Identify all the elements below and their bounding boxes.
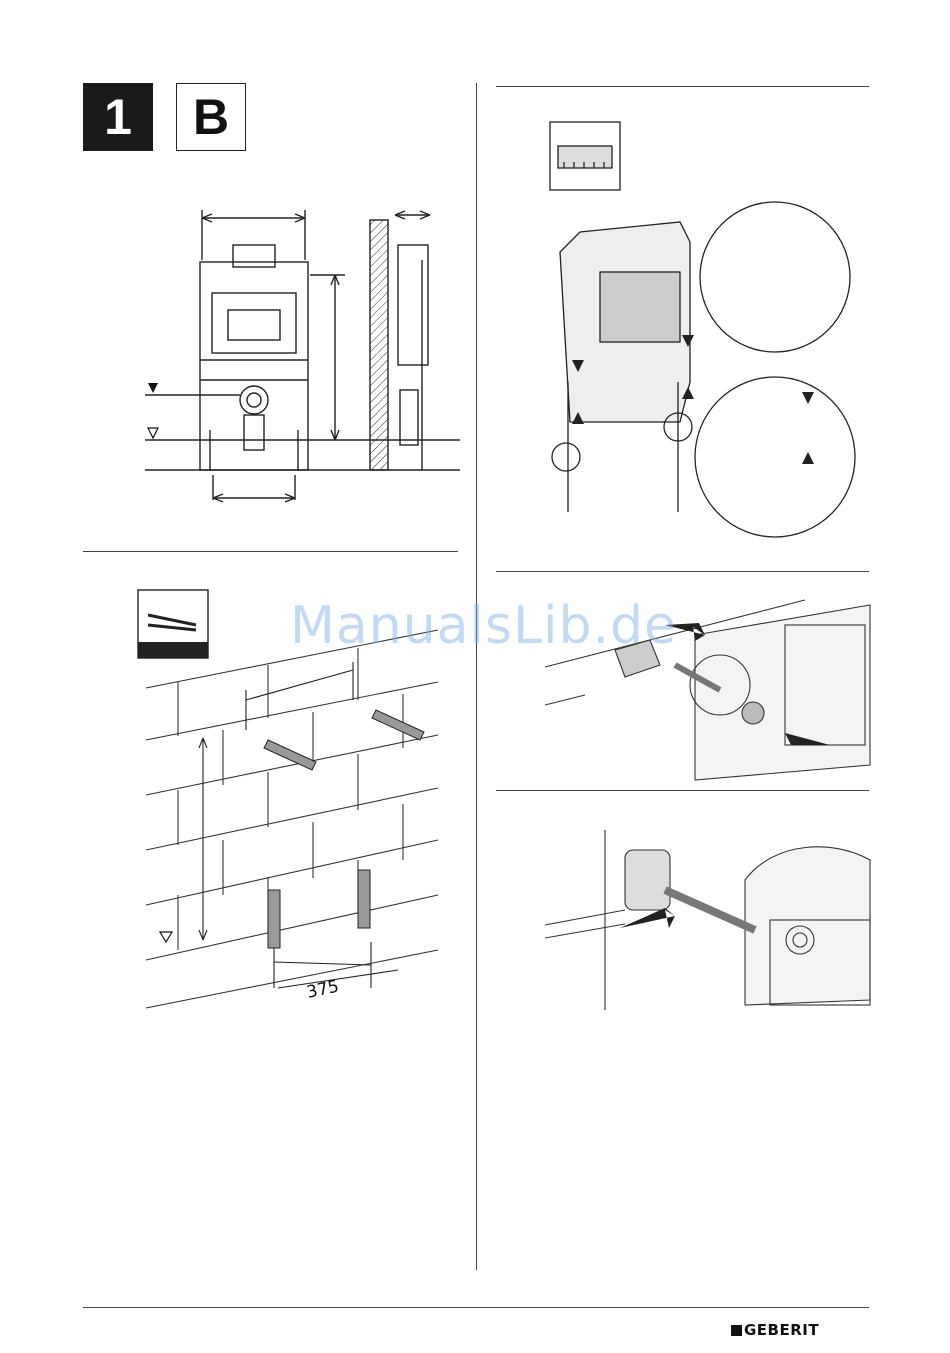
variant-box: B: [176, 83, 246, 151]
divider-right-2: [496, 571, 869, 572]
bolt-tighten-figure: [545, 820, 870, 1030]
geberit-logo: GEBERIT: [731, 1321, 819, 1339]
divider-right-3: [496, 790, 869, 791]
logo-text: GEBERIT: [744, 1321, 819, 1339]
logo-square-icon: [731, 1325, 742, 1336]
frame-dimension-figure: [140, 200, 460, 500]
divider-left-mid: [83, 551, 458, 552]
column-divider: [476, 83, 477, 1270]
watermark: ManualsLib.de: [290, 596, 677, 656]
step-number: 1: [104, 88, 132, 146]
variant-letter: B: [193, 88, 229, 146]
footer-rule: [83, 1307, 869, 1308]
frame-height-adjust-figure: [550, 122, 870, 462]
plug-spacing-label: 375: [305, 977, 341, 1003]
step-number-box: 1: [83, 83, 153, 151]
divider-right-top: [496, 86, 869, 87]
